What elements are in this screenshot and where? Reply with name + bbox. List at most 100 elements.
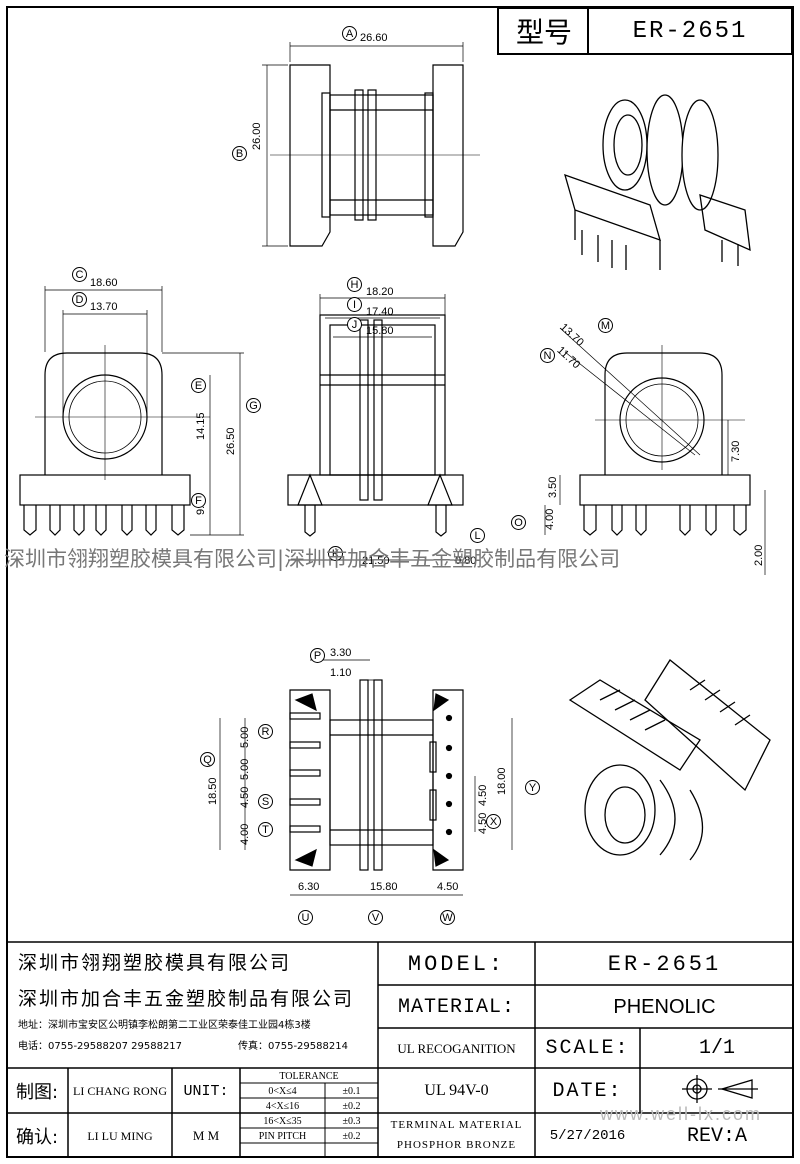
front-view-left (19, 286, 244, 536)
iso-view-bottom (568, 659, 771, 861)
dim-D: 13.70 (90, 301, 118, 313)
dim-letter-S: S (258, 794, 273, 809)
dim-x2: 4.50 (477, 784, 489, 806)
dim-I: 17.40 (366, 306, 394, 318)
dim-letter-Q: Q (200, 752, 215, 767)
side-view-middle (287, 294, 464, 561)
ul-value: UL 94V-0 (424, 1082, 489, 1099)
dim-T: 4.00 (239, 823, 251, 845)
dim-letter-F: F (191, 493, 206, 508)
drawing-frame (6, 6, 794, 1158)
dim-letter-L: L (470, 528, 485, 543)
tolerance-value-0: ±0.1 (342, 1085, 361, 1097)
watermark-url: www.well-lx.com (600, 1104, 763, 1124)
dim-letter-D: D (72, 292, 87, 307)
dim-P: 3.30 (330, 647, 352, 659)
top-view (262, 42, 480, 247)
dim-C: 18.60 (90, 277, 118, 289)
dim-L: 0.80 (455, 555, 477, 567)
rev-value: REV:A (686, 1124, 747, 1148)
dim-p2: 1.10 (330, 667, 352, 679)
dim-letter-J: J (347, 317, 362, 332)
terminal-line2: PHOSPHOR BRONZE (396, 1139, 517, 1151)
drawn-label: 制图: (15, 1082, 59, 1103)
dim-B: 26.00 (251, 122, 263, 150)
tolerance-label: TOLERANCE (279, 1070, 339, 1082)
dim-letter-P: P (310, 648, 325, 663)
tolerance-range-2: 16<X≤35 (263, 1115, 302, 1127)
dim-letter-B: B (232, 146, 247, 161)
unit-label: UNIT: (183, 1082, 229, 1100)
dim-t2: 4.50 (239, 786, 251, 808)
dim-letter-Y: Y (525, 780, 540, 795)
model-label: MODEL: (407, 951, 506, 977)
drawn-value: LI CHANG RONG (73, 1083, 167, 1098)
model-value: ER-2651 (607, 951, 722, 977)
tolerance-value-3: ±0.2 (342, 1130, 361, 1142)
dim-H: 18.20 (366, 286, 394, 298)
dim-h3: 2.00 (753, 544, 765, 566)
dim-letter-I: I (347, 297, 362, 312)
dim-letter-V: V (368, 910, 383, 925)
tolerance-range-0: 0<X≤4 (268, 1085, 297, 1097)
dim-Q: 18.50 (207, 777, 219, 805)
tolerance-range-3: PIN PITCH (258, 1130, 307, 1142)
unit-value: M M (192, 1128, 220, 1143)
terminal-line1: TERMINAL MATERIAL (390, 1119, 523, 1131)
dim-letter-O: O (511, 515, 526, 530)
tolerance-value-2: ±0.3 (342, 1115, 361, 1127)
dim-A: 26.60 (360, 32, 388, 44)
check-value: LI LU MING (87, 1128, 153, 1143)
company-name-2: 深圳市加合丰五金塑胶制品有限公司 (18, 988, 355, 1010)
dim-letter-X: X (486, 814, 501, 829)
dim-letter-N: N (540, 348, 555, 363)
dim-letter-A: A (342, 26, 357, 41)
dim-h1: 3.50 (547, 476, 559, 498)
dim-letter-H: H (347, 277, 362, 292)
tolerance-value-1: ±0.2 (342, 1100, 361, 1112)
check-label: 确认: (15, 1127, 59, 1148)
dim-letter-E: E (191, 378, 206, 393)
dim-S: 5.00 (239, 758, 251, 780)
projection-symbol-icon (682, 1075, 758, 1103)
date-value: 5/27/2016 (549, 1128, 626, 1144)
dim-J: 15.80 (366, 325, 394, 337)
header-model-value: ER-2651 (632, 17, 748, 45)
dim-letter-R: R (258, 724, 273, 739)
dim-K: 21.50 (362, 555, 390, 567)
company-fax: 传真：0755-29588214 (238, 1041, 348, 1052)
dim-U: 6.30 (298, 881, 320, 893)
dim-letter-T: T (258, 822, 273, 837)
dim-h2: 7.30 (730, 440, 742, 462)
dim-letter-C: C (72, 267, 87, 282)
dim-Y: 18.00 (496, 767, 508, 795)
dim-O: 4.00 (544, 508, 556, 530)
tolerance-range-1: 4<X≤16 (265, 1100, 300, 1112)
front-view-right (544, 327, 766, 575)
watermark-text: 深圳市翎翔塑胶模具有限公司|深圳市加合丰五金塑胶制品有限公司 (4, 547, 621, 571)
company-name-1: 深圳市翎翔塑胶模具有限公司 (18, 952, 292, 974)
dim-E: 14.15 (195, 412, 207, 440)
scale-label: SCALE: (545, 1037, 630, 1060)
header-model-label: 型号 (515, 16, 572, 49)
dim-V: 15.80 (370, 881, 398, 893)
dim-G: 26.50 (225, 427, 237, 455)
dim-letter-G: G (246, 398, 261, 413)
material-value: PHENOLIC (613, 995, 716, 1018)
dim-letter-K: K (328, 546, 343, 561)
material-label: MATERIAL: (397, 995, 516, 1019)
date-label: DATE: (552, 1079, 623, 1103)
dim-letter-W: W (440, 910, 455, 925)
dim-letter-U: U (298, 910, 313, 925)
ul-label: UL RECOGANITION (397, 1040, 516, 1056)
scale-value: 1/1 (698, 1037, 735, 1060)
iso-view-top (564, 94, 751, 270)
title-block-grid (6, 941, 794, 1158)
dim-W: 4.50 (437, 881, 459, 893)
bottom-view (219, 659, 513, 896)
dim-letter-M: M (598, 318, 613, 333)
header-box (497, 7, 793, 55)
company-address: 地址：深圳市宝安区公明镇李松朗第二工业区荣泰佳工业园4栋3楼 (18, 1020, 311, 1031)
company-phone: 电话：0755-29588207 29588217 (18, 1041, 183, 1052)
